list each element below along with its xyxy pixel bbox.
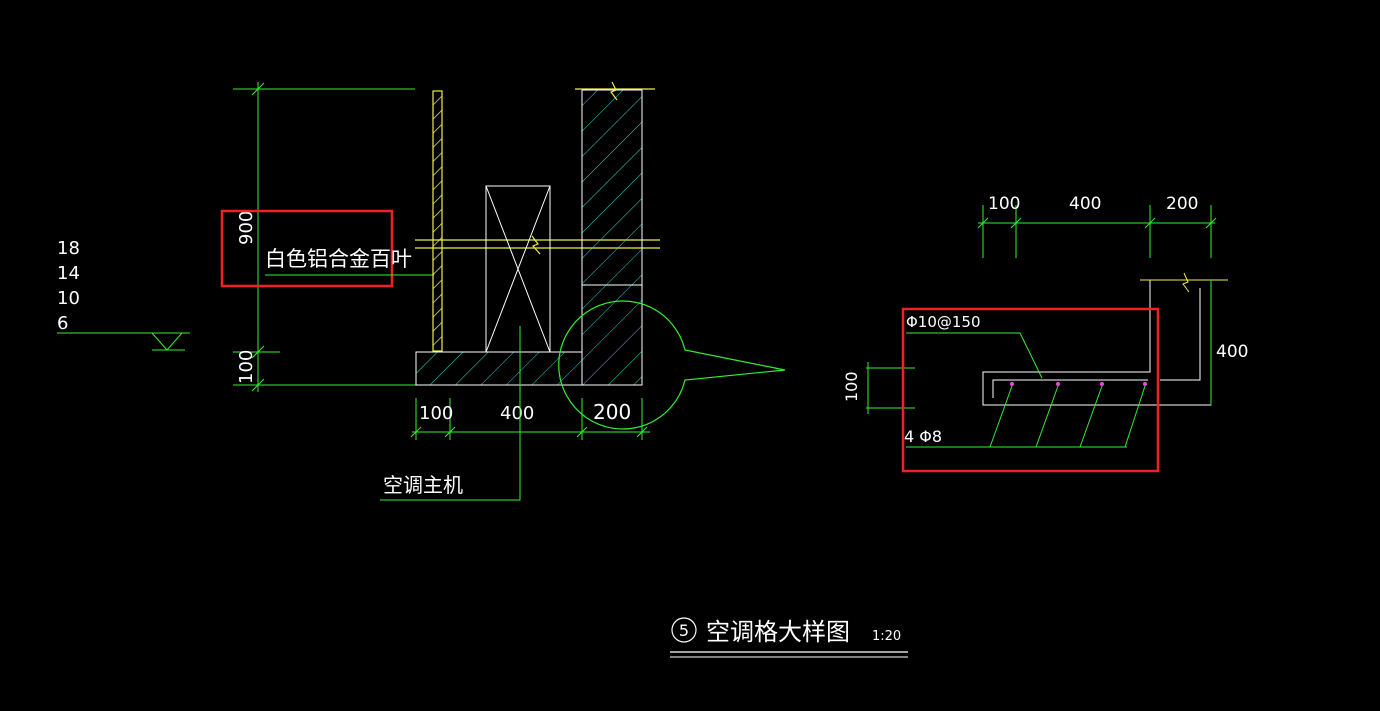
dim-200: 200 xyxy=(593,400,631,424)
ac-unit-box xyxy=(485,185,551,353)
detail-dim-100: 100 xyxy=(988,194,1020,214)
elevation-marks: 18 14 10 6 xyxy=(57,238,190,351)
dim-400: 400 xyxy=(500,403,534,424)
dim-900: 900 xyxy=(236,211,257,245)
title-scale: 1:20 xyxy=(872,629,901,644)
detail-slab-outline xyxy=(982,272,1228,406)
louver-label: 白色铝合金百叶 xyxy=(265,247,412,271)
elevation-mark-10: 10 xyxy=(57,288,80,309)
detail-dim-100-vertical: 100 xyxy=(842,371,861,402)
title-number: 5 xyxy=(679,621,689,640)
title-number-circle xyxy=(671,617,697,643)
elevation-triangle-icon xyxy=(151,332,183,351)
detail-callout xyxy=(558,300,786,430)
title-text: 空调格大样图 xyxy=(706,618,850,646)
detail-rebar-dots xyxy=(1010,382,1147,386)
elevation-mark-18: 18 xyxy=(57,238,80,259)
dim-100: 100 xyxy=(419,403,453,424)
dim-100-vertical: 100 xyxy=(236,350,257,384)
louver-label-highlight xyxy=(220,209,394,288)
detail-dim-400-vertical: 400 xyxy=(1216,342,1248,362)
detail-top-dimension xyxy=(977,205,1217,258)
detail-left-dimension xyxy=(866,362,915,414)
rebar-highlight-box xyxy=(901,307,1160,473)
elevation-mark-14: 14 xyxy=(57,263,80,284)
section-horizontal-dimension xyxy=(410,398,650,440)
concrete-wall xyxy=(581,89,643,386)
rebar-top-label: Φ10@150 xyxy=(906,313,981,331)
detail-dim-400: 400 xyxy=(1069,194,1101,214)
drawing-title: 5 空调格大样图 1:20 xyxy=(670,617,908,658)
section-vertical-dimension xyxy=(233,82,560,392)
elevation-mark-6: 6 xyxy=(57,313,68,334)
rebar-leaders xyxy=(906,385,1146,448)
louver-panel xyxy=(432,90,443,352)
detail-dim-200: 200 xyxy=(1166,194,1198,214)
concrete-slab xyxy=(415,351,583,386)
rebar-bottom-label: 4 Φ8 xyxy=(904,427,942,446)
ac-unit-label: 空调主机 xyxy=(383,473,463,497)
